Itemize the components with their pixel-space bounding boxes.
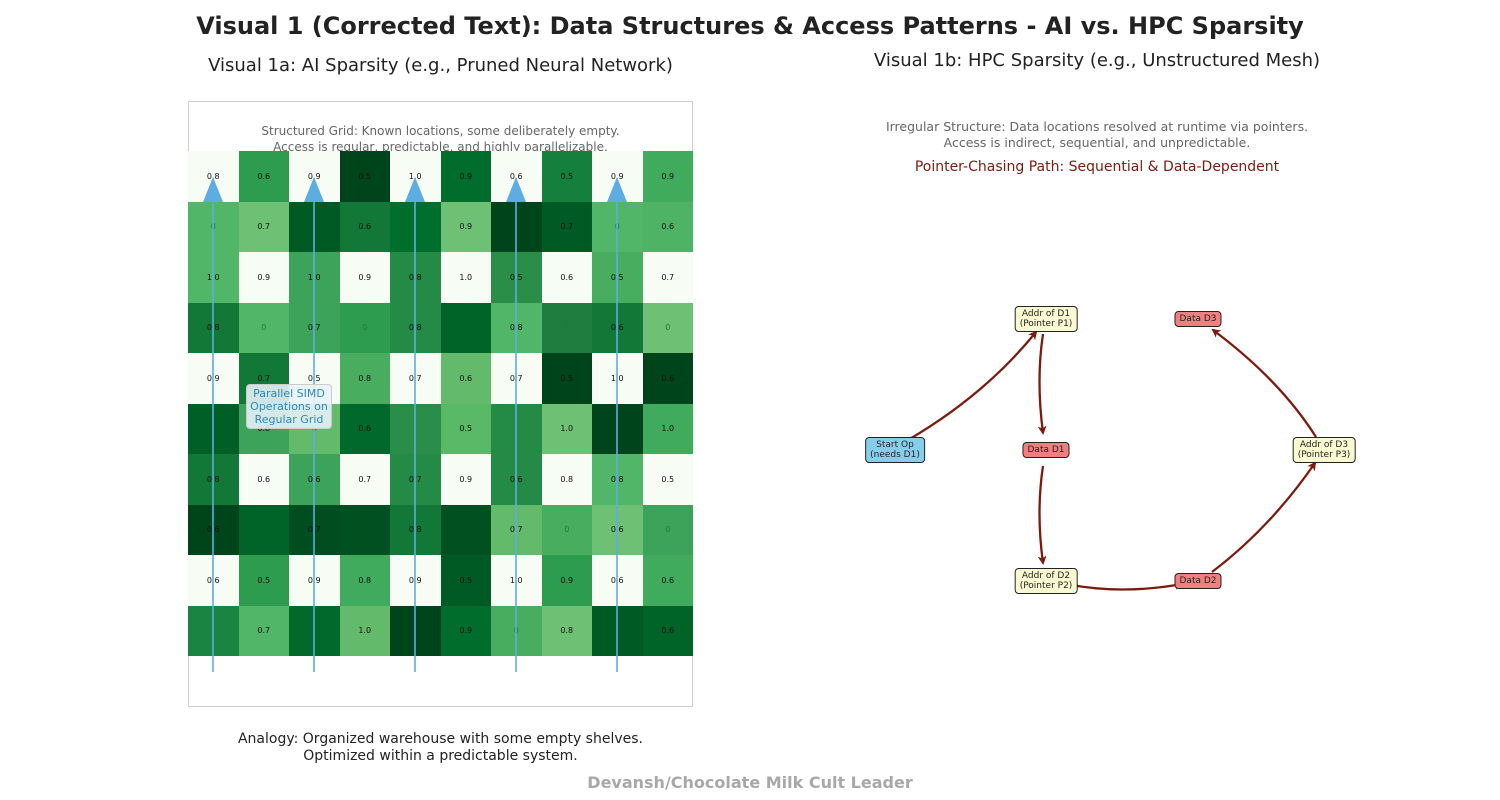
node-addr-d2: Addr of D2 (Pointer P2)	[1014, 568, 1078, 594]
grid-cell: 0.5	[541, 151, 592, 202]
pointer-chasing-path	[907, 328, 1317, 591]
pointer-arrow	[1211, 461, 1317, 573]
grid-cell: 0.6	[339, 201, 390, 252]
grid-cell: 0.8	[541, 605, 592, 656]
panel-b-caption-line1: Irregular Structure: Data locations reso…	[885, 119, 1309, 134]
node-data-d2: Data D2	[1174, 573, 1222, 589]
grid-cell: 0.8	[541, 454, 592, 505]
grid-cell: 0.7	[541, 201, 592, 252]
pointer-arrow	[907, 330, 1038, 441]
grid-cell: 0.5	[339, 151, 390, 202]
simd-label: Parallel SIMD Operations on Regular Grid	[246, 384, 332, 429]
simd-arrow-head	[304, 177, 324, 202]
node-addr2-line2: (Pointer P2)	[1019, 581, 1073, 591]
node-addr-d3: Addr of D3 (Pointer P3)	[1292, 437, 1356, 463]
panel-a-caption-line1: Structured Grid: Known locations, some d…	[261, 124, 620, 138]
simd-arrows	[203, 177, 627, 672]
panel-b-caption-line2: Access is indirect, sequential, and unpr…	[943, 135, 1251, 150]
grid-cell: 0.7	[238, 201, 289, 252]
panel-a-analogy: Analogy: Organized warehouse with some e…	[188, 731, 693, 765]
grid-cell: 0	[238, 302, 289, 353]
grid-cell: 0.9	[440, 454, 491, 505]
grid-cell: 0.7	[339, 454, 390, 505]
grid-cell: 0.6	[642, 555, 693, 606]
analogy-line1: Analogy: Organized warehouse with some e…	[237, 731, 643, 747]
grid-cell: 0	[541, 302, 592, 353]
grid-cell: 0.5	[642, 454, 693, 505]
grid-cell: 0.6	[238, 151, 289, 202]
node-data1-line1: Data D1	[1027, 445, 1065, 455]
grid-cell: 0.5	[440, 403, 491, 454]
grid-cell: 0	[339, 302, 390, 353]
grid-cell: 0.9	[642, 151, 693, 202]
panel-b-caption: Irregular Structure: Data locations reso…	[797, 119, 1397, 151]
grid-cell: 0.6	[541, 252, 592, 303]
node-addr-d1: Addr of D1 (Pointer P1)	[1014, 306, 1078, 332]
panel-b-title: Visual 1b: HPC Sparsity (e.g., Unstructu…	[873, 50, 1321, 71]
grid-cell: 1.0	[339, 605, 390, 656]
grid-cell: 0.5	[238, 555, 289, 606]
grid-cell: 1.0	[541, 403, 592, 454]
node-data2-line1: Data D2	[1179, 576, 1217, 586]
grid-cell: 0.6	[238, 454, 289, 505]
node-addr1-line1: Addr of D1	[1021, 309, 1071, 319]
figure-title: Visual 1 (Corrected Text): Data Structur…	[196, 12, 1304, 40]
pointer-arrow	[1037, 333, 1047, 435]
node-start-line2: (needs D1)	[870, 450, 920, 460]
grid-cell: 0.6	[642, 201, 693, 252]
watermark: Devansh/Chocolate Milk Cult Leader	[587, 773, 913, 792]
simd-arrow-head	[506, 177, 526, 202]
grid-cell	[238, 504, 289, 555]
grid-cell: 0.5	[541, 353, 592, 404]
node-addr3-line2: (Pointer P3)	[1297, 450, 1351, 460]
grid-cell: 0	[642, 504, 693, 555]
grid-cell: 0	[541, 504, 592, 555]
grid-cell: 0.9	[440, 201, 491, 252]
grid-cell: 0.5	[440, 555, 491, 606]
grid-cell	[440, 504, 491, 555]
grid-cell: 0.9	[440, 605, 491, 656]
grid-cell: 0.6	[440, 353, 491, 404]
pointer-arrow	[1037, 465, 1047, 565]
pointer-arrow	[1065, 580, 1184, 591]
node-data-d3: Data D3	[1174, 311, 1222, 327]
node-addr1-line2: (Pointer P1)	[1019, 319, 1073, 329]
grid-cell: 0.7	[642, 252, 693, 303]
grid-cell: 0.6	[642, 605, 693, 656]
grid-cell: 0.9	[440, 151, 491, 202]
node-data-d1: Data D1	[1022, 442, 1070, 458]
grid-cell: 0.8	[339, 353, 390, 404]
node-addr3-line1: Addr of D3	[1299, 440, 1349, 450]
grid-cell: 0.8	[339, 555, 390, 606]
simd-arrow-head	[203, 177, 223, 202]
grid-cell: 0.9	[339, 252, 390, 303]
grid-cell: 1.0	[642, 403, 693, 454]
grid-cell: 0.9	[541, 555, 592, 606]
pointer-path-label: Pointer-Chasing Path: Sequential & Data-…	[914, 159, 1280, 175]
grid-cell: 0.9	[238, 252, 289, 303]
simd-arrow-head	[607, 177, 627, 202]
grid-cell: 0.7	[238, 605, 289, 656]
grid-cell: 0	[642, 302, 693, 353]
panel-a-title: Visual 1a: AI Sparsity (e.g., Pruned Neu…	[208, 55, 673, 76]
simd-arrow-head	[405, 177, 425, 202]
panel-a-caption-line2: Access is regular, predictable, and high…	[273, 140, 608, 154]
analogy-line2: Optimized within a predictable system.	[303, 748, 578, 764]
grid-cell: 0.6	[339, 403, 390, 454]
node-addr2-line1: Addr of D2	[1021, 571, 1071, 581]
panel-a-caption: Structured Grid: Known locations, some d…	[188, 123, 693, 155]
node-data3-line1: Data D3	[1179, 314, 1217, 324]
node-start-op: Start Op (needs D1)	[865, 437, 925, 463]
node-start-line1: Start Op	[876, 440, 914, 450]
pointer-arrow	[1211, 328, 1317, 438]
grid-cell: 0.6	[642, 353, 693, 404]
grid-cell: 1.0	[440, 252, 491, 303]
grid-cell	[339, 504, 390, 555]
grid-cell	[440, 302, 491, 353]
